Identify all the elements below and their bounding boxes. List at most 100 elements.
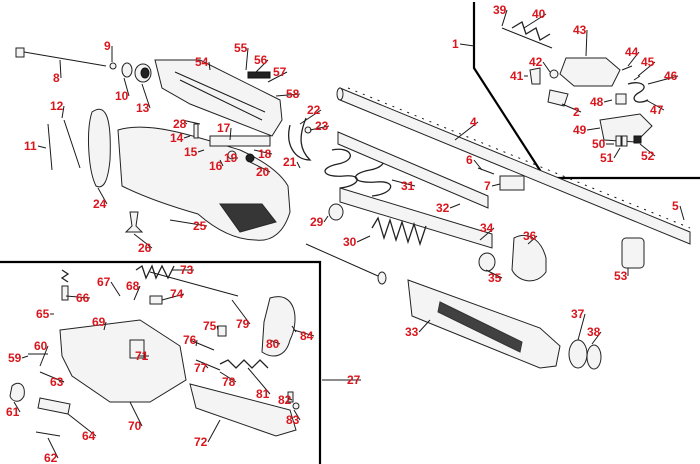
leader-line-12 <box>61 105 65 119</box>
receiver-inset-border <box>472 2 700 180</box>
part-label-60: 60 <box>34 339 48 353</box>
leader-line-79 <box>231 299 251 325</box>
leader-line-70 <box>129 401 143 427</box>
leader-line-80 <box>269 339 281 345</box>
part-label-79: 79 <box>236 317 250 331</box>
part-75-drawing <box>217 325 227 337</box>
leader-line-22 <box>299 109 322 125</box>
part-label-11: 11 <box>24 139 37 153</box>
leader-line-6 <box>473 159 483 171</box>
leader-line-42 <box>542 61 551 73</box>
leader-line-64 <box>67 413 97 437</box>
part-label-27: 27 <box>347 373 361 387</box>
leader-line-40 <box>523 13 547 29</box>
part-label-45: 45 <box>641 55 655 69</box>
leader-line-1 <box>459 43 475 47</box>
part-label-13: 13 <box>136 101 150 115</box>
part-label-33: 33 <box>405 325 419 339</box>
part-73-drawing <box>135 264 175 280</box>
part-label-69: 69 <box>92 315 106 329</box>
part-label-57: 57 <box>273 65 287 79</box>
leader-line-23 <box>309 125 330 131</box>
part-20-drawing <box>245 153 255 163</box>
part-label-51: 51 <box>600 151 614 165</box>
part-label-9: 9 <box>104 39 111 53</box>
leader-line-52 <box>639 143 656 157</box>
part-81-drawing <box>219 359 269 369</box>
part-label-17: 17 <box>217 121 231 135</box>
part-label-18: 18 <box>258 147 272 161</box>
part-label-71: 71 <box>135 349 149 363</box>
part-40-drawing <box>511 21 551 41</box>
part-54-drawing <box>154 59 283 137</box>
part-label-54: 54 <box>195 55 209 69</box>
leader-line-59 <box>21 355 29 359</box>
leader-line-46 <box>647 75 679 85</box>
leader-line-43 <box>585 29 588 57</box>
part-70-drawing <box>59 319 187 403</box>
leader-line-61 <box>13 401 21 413</box>
leader-line-66 <box>65 295 91 299</box>
part-label-48: 48 <box>590 95 604 109</box>
part-label-76: 76 <box>183 333 197 347</box>
part-label-38: 38 <box>587 325 601 339</box>
leader-line-26 <box>133 233 153 249</box>
leader-line-69 <box>103 321 107 331</box>
leader-line-75 <box>216 325 219 331</box>
part-9-drawing <box>109 62 117 70</box>
part-label-66: 66 <box>76 291 90 305</box>
part-label-47: 47 <box>650 103 664 117</box>
part-label-15: 15 <box>184 145 198 159</box>
leader-line-56 <box>255 59 269 73</box>
part-label-73: 73 <box>180 263 194 277</box>
part-label-72: 72 <box>194 435 208 449</box>
leader-line-24 <box>97 187 108 205</box>
part-65-drawing <box>60 269 70 283</box>
leader-line-33 <box>418 319 431 333</box>
part-82-drawing <box>287 391 294 403</box>
part-label-49: 49 <box>573 123 587 137</box>
part-79-drawing <box>149 271 239 297</box>
leader-line-54 <box>208 61 211 71</box>
part-label-82: 82 <box>278 393 292 407</box>
leader-line-83 <box>293 409 301 421</box>
part-50-drawing <box>615 135 622 147</box>
leader-line-36 <box>527 235 538 245</box>
part-60-drawing <box>305 243 387 285</box>
leader-line-82 <box>287 397 293 401</box>
leader-line-11 <box>37 145 47 149</box>
part-13-drawing <box>134 63 152 83</box>
leader-line-47 <box>645 99 665 111</box>
part-8-drawing <box>15 47 107 67</box>
leader-line-67 <box>110 281 121 297</box>
leader-line-44 <box>627 51 640 67</box>
part-17-drawing <box>209 135 271 147</box>
part-14-drawing <box>193 123 199 139</box>
part-77-drawing <box>195 359 221 371</box>
leader-line-34 <box>479 227 495 241</box>
leader-line-38 <box>591 331 602 345</box>
leader-lines <box>13 9 685 459</box>
leader-line-29 <box>323 215 329 223</box>
leader-line-32 <box>449 203 461 209</box>
leader-line-39 <box>501 9 508 27</box>
part-label-59: 59 <box>8 351 22 365</box>
part-label-63: 63 <box>50 375 64 389</box>
leader-line-15 <box>197 149 205 153</box>
part-label-77: 77 <box>194 361 208 375</box>
part-label-5: 5 <box>672 199 679 213</box>
leader-line-13 <box>141 83 151 109</box>
leader-line-48 <box>603 99 613 103</box>
part-label-35: 35 <box>488 271 502 285</box>
part-22-drawing <box>288 117 312 161</box>
part-30-drawing <box>371 216 427 247</box>
leader-line-60 <box>39 345 49 367</box>
part-label-6: 6 <box>466 153 473 167</box>
part-label-53: 53 <box>614 269 628 283</box>
part-label-21: 21 <box>283 155 297 169</box>
part-52-drawing <box>633 135 642 144</box>
part-label-16: 16 <box>209 159 223 173</box>
part-64-drawing <box>37 397 71 415</box>
